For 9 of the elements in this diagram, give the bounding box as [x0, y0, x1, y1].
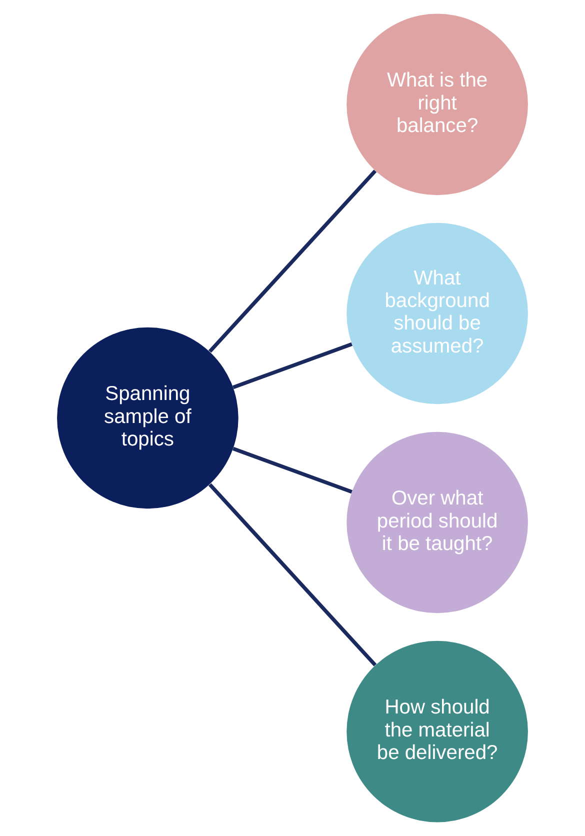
connector: [208, 170, 377, 353]
node-circle: Spanning sample of topics: [57, 327, 238, 509]
node-circle: Over what period should it be taught?: [346, 432, 528, 614]
connector: [232, 446, 352, 494]
node-circle: What is the right balance?: [346, 14, 528, 196]
connector: [208, 483, 377, 666]
node-circle: What background should be assumed?: [346, 222, 528, 404]
node-circle: How should the material be delivered?: [346, 640, 528, 822]
connector: [232, 342, 352, 390]
